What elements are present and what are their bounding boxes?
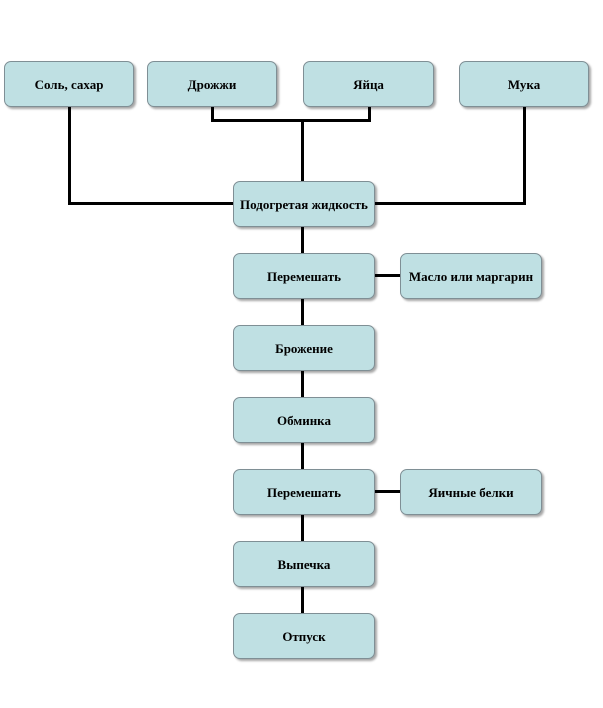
connector-flour-down bbox=[523, 107, 526, 205]
connector-salt-sugar-to-liquid bbox=[68, 202, 233, 205]
ingredient-yeast-box: Дрожжи bbox=[147, 61, 277, 107]
ingredient-eggs-box: Яйца bbox=[303, 61, 434, 107]
connector-egg-whites-to-mix bbox=[375, 490, 400, 493]
step-punch-down-box: Обминка bbox=[233, 397, 375, 443]
connector-flour-to-liquid bbox=[375, 202, 526, 205]
connector-eggs-down bbox=[368, 107, 371, 122]
step-release-box: Отпуск bbox=[233, 613, 375, 659]
step-mix-1-box: Перемешать bbox=[233, 253, 375, 299]
connector-yeast-eggs-to-liquid bbox=[301, 119, 304, 181]
addition-butter-margarine-box: Масло или маргарин bbox=[400, 253, 542, 299]
step-warmed-liquid-box: Подогретая жидкость bbox=[233, 181, 375, 227]
connector-butter-to-mix bbox=[375, 274, 400, 277]
step-baking-box: Выпечка bbox=[233, 541, 375, 587]
step-mix-2-box: Перемешать bbox=[233, 469, 375, 515]
connector-yeast-down bbox=[211, 107, 214, 122]
ingredient-salt-sugar-box: Соль, сахар bbox=[4, 61, 134, 107]
step-fermentation-box: Брожение bbox=[233, 325, 375, 371]
ingredient-flour-box: Мука bbox=[459, 61, 589, 107]
connector-salt-sugar-down bbox=[68, 107, 71, 205]
connector-yeast-eggs-bar bbox=[211, 119, 371, 122]
addition-egg-whites-box: Яичные белки bbox=[400, 469, 542, 515]
